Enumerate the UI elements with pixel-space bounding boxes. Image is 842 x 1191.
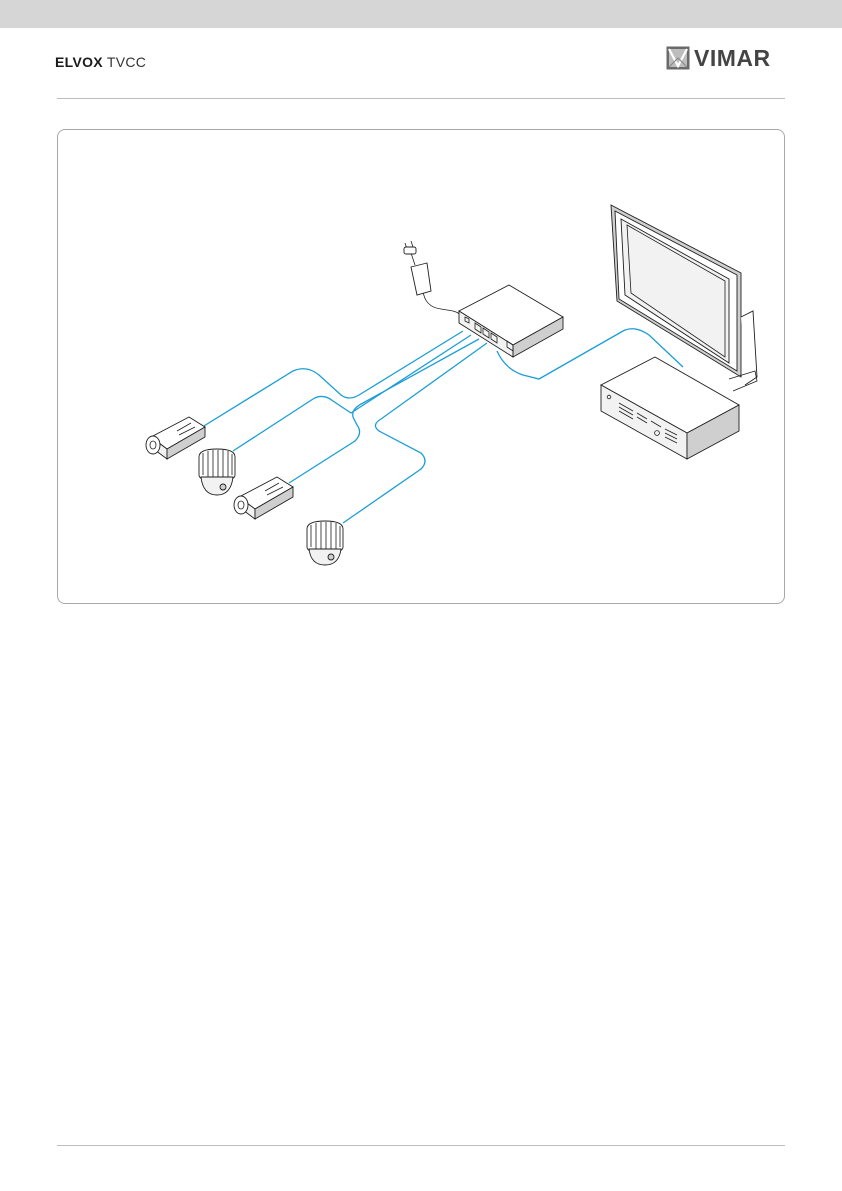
diagram-canvas [58, 130, 784, 603]
cable-bullet-camera-1 [199, 331, 463, 429]
vimar-logo: VIMAR [666, 45, 771, 71]
brand-name: ELVOX [55, 54, 103, 70]
plug-cable [411, 253, 415, 265]
dome-camera-icon [307, 521, 343, 565]
network-switch-icon [459, 285, 563, 357]
brand-subname: TVCC [107, 54, 146, 70]
brand-header: ELVOX TVCC [55, 54, 146, 70]
nvr-recorder-icon [601, 357, 739, 459]
cable-dome-camera-2 [343, 343, 487, 523]
bullet-camera-icon [234, 477, 293, 519]
bullet-camera-icon [146, 417, 205, 459]
power-plug-icon [404, 241, 431, 295]
monitor-icon [611, 205, 757, 391]
vimar-logo-icon [666, 46, 690, 70]
cable-dome-camera-1 [233, 335, 471, 451]
power-cord [423, 291, 463, 319]
footer-divider [57, 1145, 785, 1146]
logo-text: VIMAR [694, 45, 771, 72]
cable-bullet-camera-2 [289, 339, 479, 483]
dome-camera-icon [199, 449, 235, 495]
installation-diagram [57, 129, 785, 604]
top-band [0, 0, 842, 28]
header-divider [57, 98, 785, 99]
